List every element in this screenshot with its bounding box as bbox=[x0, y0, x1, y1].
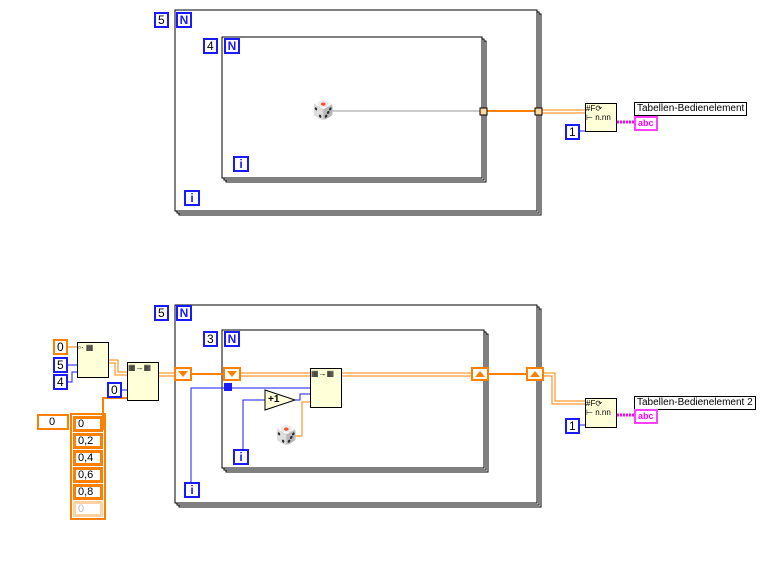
string-indicator[interactable]: abc bbox=[634, 116, 658, 131]
array-element-empty[interactable]: 0 bbox=[73, 501, 103, 517]
outer-count-constant[interactable]: 5 bbox=[154, 12, 169, 28]
array-index-display[interactable]: 0 bbox=[37, 414, 69, 430]
random-number-dice-icon[interactable]: 🎲 bbox=[312, 100, 335, 120]
array-element[interactable]: 0,6 bbox=[73, 467, 103, 483]
rows-constant[interactable]: 5 bbox=[53, 357, 68, 373]
iteration-terminal: i bbox=[184, 482, 200, 498]
iteration-terminal: i bbox=[184, 190, 200, 206]
init-value-constant[interactable]: 0 bbox=[53, 339, 68, 355]
array-element[interactable]: 0,4 bbox=[73, 450, 103, 466]
replace-array-subset-node[interactable]: ▦→▦ bbox=[127, 362, 159, 401]
array-element[interactable]: 0,2 bbox=[73, 433, 103, 449]
indicator-label: Tabellen-Bedienelement bbox=[634, 102, 748, 116]
count-terminal: N bbox=[176, 12, 192, 28]
replace-array-subset-node[interactable]: ▦→▦ bbox=[310, 368, 342, 408]
array-to-spreadsheet-string-node[interactable]: #F⟳⊢ n.nn bbox=[585, 398, 617, 428]
outer-count-constant[interactable]: 5 bbox=[154, 305, 169, 321]
increment-node bbox=[264, 389, 297, 411]
array-element[interactable]: 0,8 bbox=[73, 484, 103, 500]
array-constant: 0 0,2 0,4 0,6 0,8 0 bbox=[70, 413, 106, 520]
array-to-spreadsheet-string-node[interactable]: #F⟳⊢ n.nn bbox=[585, 103, 617, 132]
indicator-label: Tabellen-Bedienelement 2 bbox=[634, 396, 756, 410]
random-number-dice-icon[interactable]: 🎲 bbox=[275, 425, 298, 445]
count-terminal: N bbox=[176, 305, 192, 321]
array-element[interactable]: 0 bbox=[73, 416, 103, 432]
format-width-constant[interactable]: 1 bbox=[565, 124, 580, 140]
iteration-terminal: i bbox=[233, 449, 249, 465]
for-loop-inner-top bbox=[221, 36, 483, 179]
initialize-array-node[interactable]: ▫· ▦ bbox=[77, 342, 109, 378]
string-indicator[interactable]: abc bbox=[634, 409, 658, 424]
increment-label: +1 bbox=[268, 394, 280, 405]
iteration-terminal: i bbox=[233, 156, 249, 172]
tunnel bbox=[534, 107, 543, 116]
tunnel bbox=[479, 107, 488, 116]
index-constant[interactable]: 0 bbox=[107, 382, 122, 398]
inner-count-constant[interactable]: 3 bbox=[203, 331, 218, 347]
inner-count-constant[interactable]: 4 bbox=[203, 38, 218, 54]
count-terminal: N bbox=[224, 331, 240, 347]
format-width-constant[interactable]: 1 bbox=[565, 418, 580, 434]
for-loop-inner-bottom bbox=[221, 329, 485, 469]
count-terminal: N bbox=[224, 38, 240, 54]
tunnel bbox=[224, 383, 232, 391]
cols-constant[interactable]: 4 bbox=[53, 374, 68, 390]
shift-registers bbox=[174, 367, 544, 381]
